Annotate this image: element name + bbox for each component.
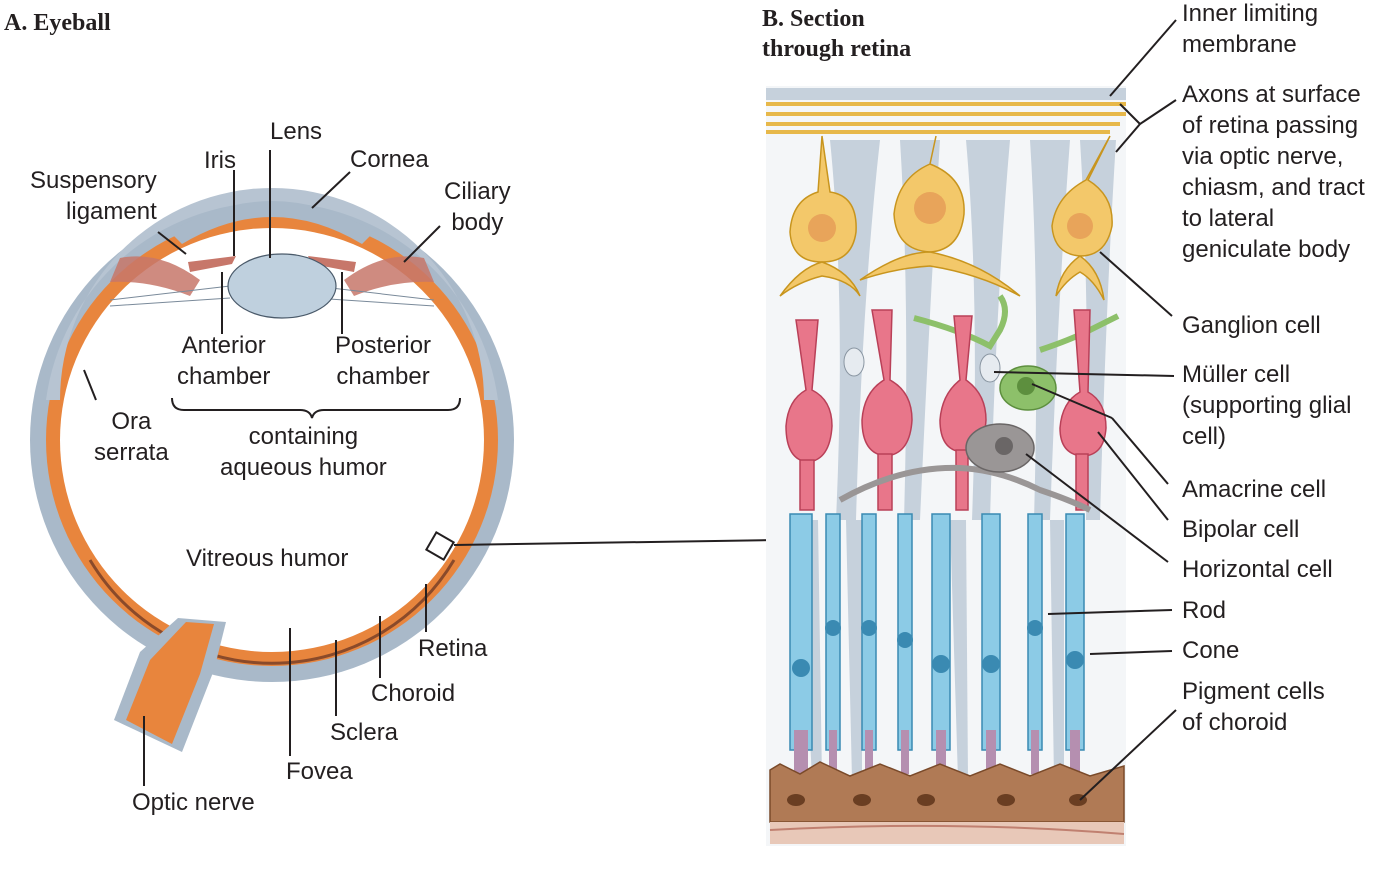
label-ilm-line-2: membrane xyxy=(1182,31,1297,58)
ciliary-left-shape xyxy=(110,256,200,296)
label-suspensory-line-2: ligament xyxy=(66,198,157,225)
horizontal-nucleus xyxy=(995,437,1013,455)
ciliary-right-shape xyxy=(344,256,434,296)
eyeball-illustration xyxy=(30,188,514,752)
axon-fibers xyxy=(766,102,1126,134)
label-axons-line-1: Axons at surface xyxy=(1182,81,1361,108)
ganglion-nuclei xyxy=(808,192,1093,242)
label-choroid: Choroid xyxy=(371,680,456,707)
label-anterior-chamber: Anterior chamber xyxy=(177,330,270,392)
panel-a-title: A. Eyeball xyxy=(4,10,111,36)
suspensory-fibers xyxy=(109,285,435,307)
label-suspensory-line-1: Suspensory xyxy=(30,167,157,194)
label-amacrine-cell: Amacrine cell xyxy=(1182,476,1327,503)
label-posterior-line-2: chamber xyxy=(336,363,430,390)
label-axons-line-4: chiasm, and tract xyxy=(1182,174,1365,201)
label-pigment-cells: Pigment cells of choroid xyxy=(1182,676,1325,738)
label-ora-serrata: Ora serrata xyxy=(94,406,169,468)
pigment-layer xyxy=(769,761,1125,823)
label-ora-line-1: Ora xyxy=(111,408,152,435)
leader-lines-a xyxy=(83,150,777,786)
iris-left-shape xyxy=(188,256,236,272)
inner-membrane-shape xyxy=(766,88,1126,100)
amacrine-nucleus xyxy=(1017,377,1035,395)
label-cornea: Cornea xyxy=(350,146,429,173)
label-axons-line-3: via optic nerve, xyxy=(1182,143,1344,170)
lens-shape xyxy=(227,253,337,319)
leader-lines-b xyxy=(993,19,1177,801)
panel-b-title: B. Section through retina xyxy=(762,4,911,64)
label-ciliary-line-1: Ciliary xyxy=(444,178,511,205)
label-horizontal-cell: Horizontal cell xyxy=(1182,556,1333,583)
muller-nucleus xyxy=(843,347,865,377)
label-ganglion-cell: Ganglion cell xyxy=(1182,312,1321,339)
outer-segments xyxy=(794,730,1080,774)
choroid-vessel-line xyxy=(769,824,1125,835)
retina-detail-box xyxy=(424,530,456,562)
label-axons: Axons at surface of retina passing via o… xyxy=(1182,79,1365,265)
label-lens: Lens xyxy=(270,118,323,145)
photoreceptor-nuclei xyxy=(792,620,1084,677)
label-ciliary-body: Ciliary body xyxy=(444,176,511,238)
label-aqueous-line-1: containing xyxy=(248,423,359,450)
label-suspensory-ligament: Suspensory ligament xyxy=(30,165,157,227)
label-ilm-line-1: Inner limiting xyxy=(1182,0,1319,27)
label-rod: Rod xyxy=(1182,597,1227,624)
label-muller-line-1: Müller cell xyxy=(1182,361,1291,388)
label-sclera: Sclera xyxy=(330,719,399,746)
label-anterior-line-2: chamber xyxy=(177,363,271,390)
label-optic-nerve: Optic nerve xyxy=(132,789,255,816)
label-retina: Retina xyxy=(418,635,488,662)
iris-right-shape xyxy=(308,256,356,272)
label-inner-limiting-membrane: Inner limiting membrane xyxy=(1182,0,1318,60)
panel-b-title-line-2: through retina xyxy=(762,36,912,62)
label-posterior-line-1: Posterior xyxy=(335,332,432,359)
label-ciliary-line-2: body xyxy=(451,209,504,236)
label-anterior-line-1: Anterior xyxy=(181,332,266,359)
label-aqueous-line-2: aqueous humor xyxy=(220,454,387,481)
label-muller-cell: Müller cell (supporting glial cell) xyxy=(1182,359,1351,452)
label-posterior-chamber: Posterior chamber xyxy=(335,330,431,392)
horizontal-process xyxy=(838,464,1092,513)
label-pigment-line-1: Pigment cells xyxy=(1182,678,1325,705)
label-axons-line-2: of retina passing xyxy=(1182,112,1359,139)
label-axons-line-5: to lateral xyxy=(1182,205,1275,232)
label-ora-line-2: serrata xyxy=(94,439,169,466)
retina-section xyxy=(766,86,1126,846)
panel-b-title-line-1: B. Section xyxy=(762,6,865,32)
label-iris: Iris xyxy=(204,147,236,174)
choroid-line xyxy=(88,559,456,665)
label-fovea: Fovea xyxy=(286,758,353,785)
optic-nerve-core-shape xyxy=(126,622,214,744)
label-muller-line-3: cell) xyxy=(1182,423,1227,450)
muller-nucleus xyxy=(979,353,1001,383)
label-pigment-line-2: of choroid xyxy=(1182,709,1288,736)
bipolar-cells xyxy=(785,309,1107,511)
vitreous-body-shape xyxy=(60,228,484,652)
label-bipolar-cell: Bipolar cell xyxy=(1182,516,1300,543)
cornea-shape xyxy=(170,201,374,244)
label-vitreous-humor: Vitreous humor xyxy=(186,545,349,572)
label-axons-line-6: geniculate body xyxy=(1182,236,1351,263)
label-muller-line-2: (supporting glial xyxy=(1182,392,1352,419)
label-aqueous-humor: containing aqueous humor xyxy=(220,421,387,483)
label-cone: Cone xyxy=(1182,637,1240,664)
